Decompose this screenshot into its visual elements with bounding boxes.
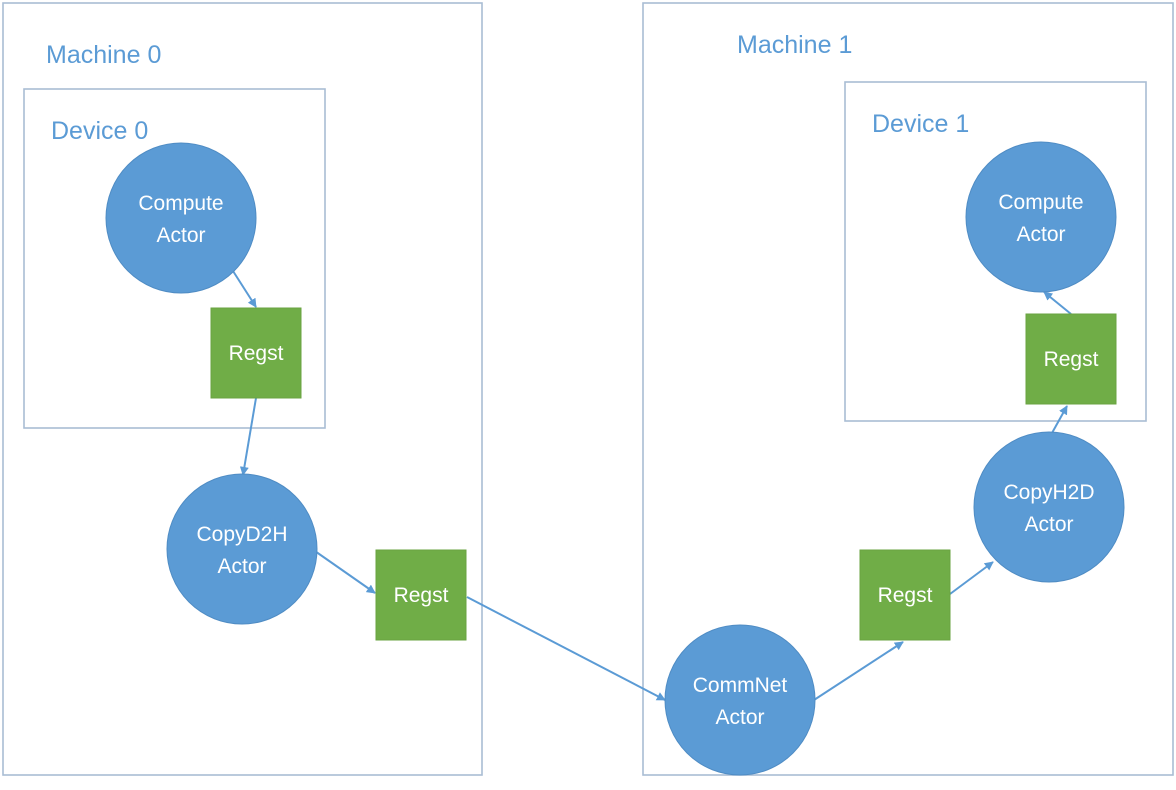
svg-text:CopyD2H: CopyD2H [196, 523, 287, 546]
svg-text:Actor: Actor [156, 224, 205, 247]
svg-text:Regst: Regst [1044, 348, 1099, 371]
edge-copyd2h-to-regst [311, 548, 376, 594]
edge-regst-to-compute1 [1043, 291, 1072, 315]
device-1-box [844, 81, 1147, 422]
edge-commnet-to-regst [813, 641, 904, 701]
compute-actor-device-1: Compute Actor [965, 141, 1117, 293]
edge-regst-to-copyh2d [949, 561, 994, 595]
svg-text:Actor: Actor [715, 706, 764, 729]
regst-machine-1: Regst [859, 549, 951, 641]
device-1-label: Device 1 [872, 110, 969, 138]
svg-text:Actor: Actor [1024, 513, 1073, 536]
device-0-box [23, 88, 326, 429]
edge-regst-to-copyd2h [239, 397, 257, 476]
svg-text:Regst: Regst [394, 584, 449, 607]
machine-1-label: Machine 1 [737, 31, 852, 59]
commnet-actor: CommNet Actor [664, 624, 816, 776]
svg-text:CommNet: CommNet [693, 674, 788, 697]
machine-1-box [642, 2, 1174, 776]
svg-text:Regst: Regst [229, 342, 284, 365]
svg-text:CopyH2D: CopyH2D [1003, 481, 1094, 504]
compute-actor-device-0: Compute Actor [105, 142, 257, 294]
copyh2d-actor: CopyH2D Actor [973, 431, 1125, 583]
svg-text:Actor: Actor [217, 555, 266, 578]
device-0-label: Device 0 [51, 117, 148, 145]
machine-0-label: Machine 0 [46, 41, 161, 69]
copyd2h-actor: CopyD2H Actor [166, 473, 318, 625]
regst-device-1: Regst [1025, 313, 1117, 405]
svg-text:Regst: Regst [878, 584, 933, 607]
regst-machine-0: Regst [375, 549, 467, 641]
edge-regst-to-commnet [466, 596, 666, 701]
machine-0-box [2, 2, 483, 776]
svg-text:Actor: Actor [1016, 223, 1065, 246]
edge-compute0-to-regst [232, 270, 257, 308]
svg-text:Compute: Compute [998, 191, 1083, 214]
svg-text:Compute: Compute [138, 192, 223, 215]
regst-device-0: Regst [210, 307, 302, 399]
edge-copyh2d-to-regst [1051, 405, 1068, 434]
